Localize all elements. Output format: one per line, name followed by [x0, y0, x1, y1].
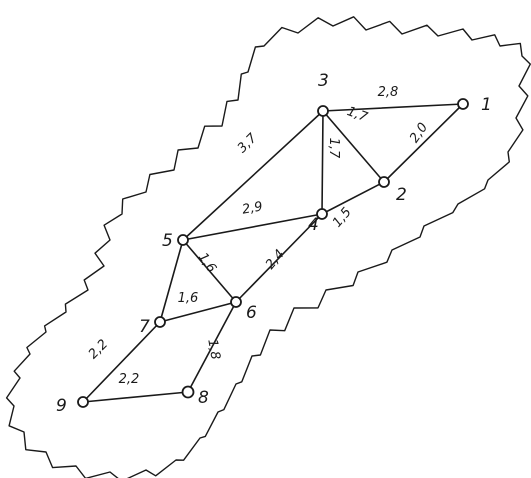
edge-3-4: [322, 111, 323, 214]
edge-5-7: [160, 240, 183, 322]
edge-label-3-2: 1,7: [345, 104, 370, 125]
edge-label-7-9: 2,2: [86, 337, 111, 362]
edge-label-1-2: 2,0: [407, 120, 431, 146]
edge-1-2: [384, 104, 463, 182]
node-labels-layer: 1 2 3 4 5 6 7 8 9: [56, 71, 492, 416]
node-label-5: 5: [162, 231, 173, 251]
edge-label-7-6: 1,6: [178, 291, 199, 306]
node-label-3: 3: [318, 71, 329, 91]
node-1: [458, 99, 468, 109]
node-7: [155, 317, 165, 327]
edge-label-3-5: 3,7: [235, 130, 261, 156]
edge-4-2: [322, 182, 384, 214]
edge-9-8: [83, 392, 188, 402]
edge-label-3-4: 1,7: [326, 138, 341, 159]
node-3: [318, 106, 328, 116]
node-label-2: 2: [396, 185, 407, 205]
node-5: [178, 235, 188, 245]
node-8: [183, 387, 194, 398]
edge-label-9-8: 2,2: [119, 372, 140, 387]
territory-outline: [7, 17, 531, 478]
edge-label-5-6: 1,6: [195, 250, 219, 276]
edge-label-3-1: 2,8: [378, 85, 399, 100]
edge-label-5-4: 2,9: [241, 199, 264, 217]
node-2: [379, 177, 389, 187]
node-9: [78, 397, 88, 407]
node-label-4: 4: [308, 215, 319, 235]
edge-3-1: [323, 104, 463, 111]
node-label-7: 7: [139, 317, 150, 337]
node-label-1: 1: [481, 95, 492, 115]
node-label-6: 6: [246, 303, 257, 323]
node-6: [231, 297, 241, 307]
edge-label-6-4: 2,4: [263, 247, 288, 272]
node-label-8: 8: [198, 388, 209, 408]
node-label-9: 9: [56, 396, 67, 416]
